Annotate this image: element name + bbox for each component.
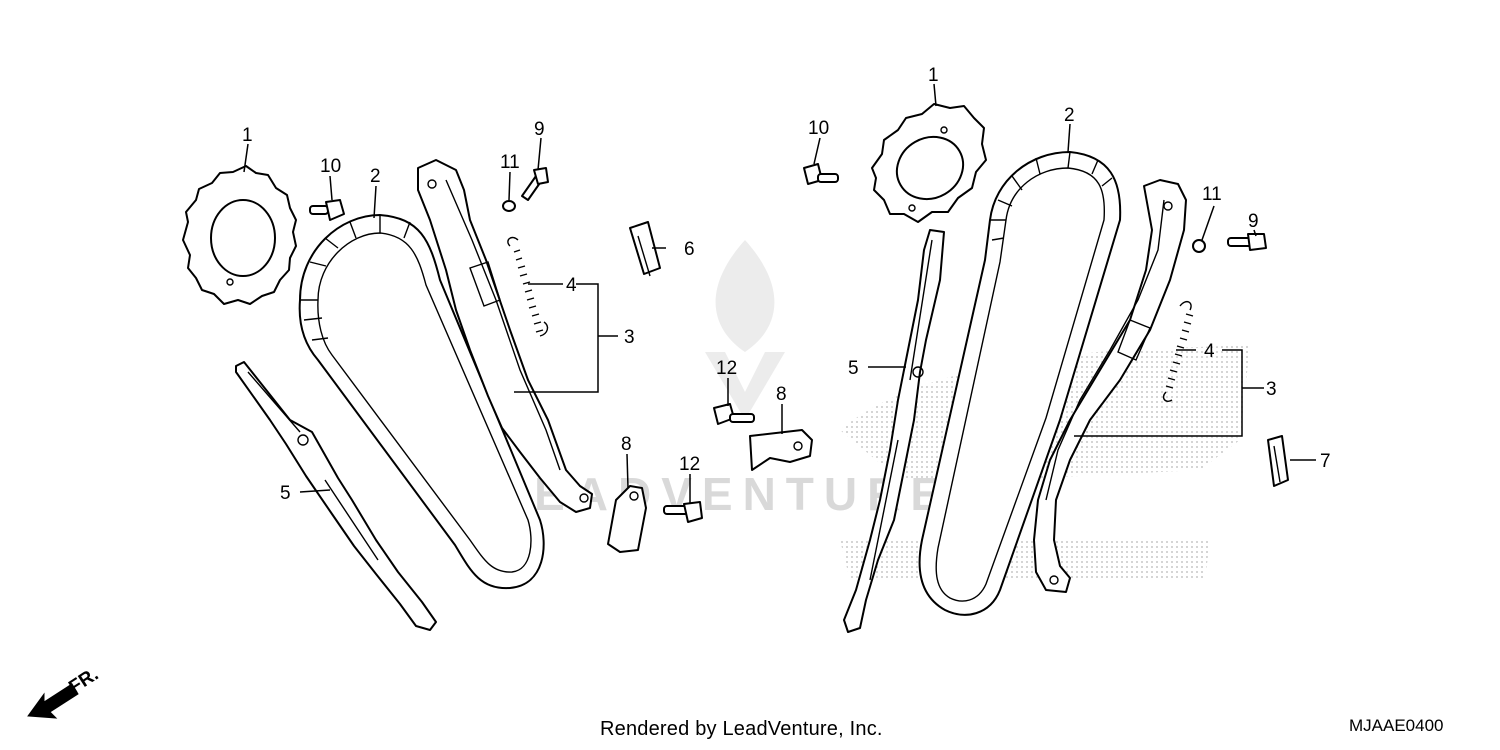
left-bolt-12-lower <box>663 501 703 523</box>
right-cam-sprocket <box>871 103 987 223</box>
callout-8: 8 <box>776 384 787 405</box>
callout-3: 3 <box>624 327 635 348</box>
left-callouts: 1 10 2 9 11 6 4 3 5 12 8 8 12 <box>242 119 787 504</box>
left-assembly: 1 10 2 9 11 6 4 3 5 12 8 8 12 <box>182 119 813 631</box>
callout-4: 4 <box>566 275 577 296</box>
left-spring <box>507 236 549 337</box>
left-cam-chain <box>298 214 545 590</box>
right-callouts: 1 10 2 11 9 4 3 5 7 <box>808 65 1331 472</box>
callout-1: 1 <box>928 65 939 86</box>
left-bolt-10 <box>309 199 345 221</box>
left-guide-pad-6 <box>629 221 661 277</box>
right-bolt-9 <box>1227 233 1267 251</box>
callout-12: 12 <box>716 358 737 379</box>
front-arrow-icon <box>27 683 79 719</box>
callout-10: 10 <box>808 118 829 139</box>
left-cam-sprocket <box>182 165 297 305</box>
callout-1: 1 <box>242 125 253 146</box>
right-leader-lines <box>813 83 1316 461</box>
left-plate-8-upper <box>749 429 813 471</box>
callout-5: 5 <box>280 483 291 504</box>
callout-4: 4 <box>1204 341 1215 362</box>
callout-9: 9 <box>534 119 545 140</box>
front-direction-marker: FR. <box>27 664 102 719</box>
left-cam-chain-guide <box>235 361 437 631</box>
right-washer-11 <box>1192 239 1206 253</box>
watermark-lv-icon <box>705 352 785 420</box>
footer-credit: Rendered by LeadVenture, Inc. <box>600 718 883 740</box>
left-washer-11 <box>502 200 516 212</box>
callout-11: 11 <box>500 152 520 173</box>
callout-3: 3 <box>1266 379 1277 400</box>
right-assembly: 1 10 2 11 9 4 3 5 7 <box>803 65 1331 633</box>
left-tensioner-arm <box>417 159 593 513</box>
callout-2: 2 <box>1064 105 1075 126</box>
left-plate-8-lower <box>607 485 647 553</box>
callout-5: 5 <box>848 358 859 379</box>
left-leader-lines <box>243 137 783 504</box>
right-cam-chain-guide <box>843 229 945 633</box>
callout-7: 7 <box>1320 451 1331 472</box>
watermark-flame-icon <box>715 240 775 352</box>
callout-11: 11 <box>1202 184 1222 205</box>
left-bolt-9 <box>521 167 549 201</box>
left-bolt-12-upper <box>713 403 755 425</box>
callout-9: 9 <box>1248 211 1259 232</box>
callout-10: 10 <box>320 156 341 177</box>
callout-6: 6 <box>684 239 695 260</box>
right-guide-pad-7 <box>1267 435 1289 487</box>
callout-12: 12 <box>679 454 700 475</box>
right-cam-chain <box>918 151 1122 616</box>
right-tensioner-arm <box>1033 179 1187 593</box>
callout-2: 2 <box>370 166 381 187</box>
callout-8: 8 <box>621 434 632 455</box>
right-bolt-10 <box>803 163 839 185</box>
diagram-code: MJAAE0400 <box>1349 716 1444 735</box>
right-spring <box>1162 300 1194 402</box>
